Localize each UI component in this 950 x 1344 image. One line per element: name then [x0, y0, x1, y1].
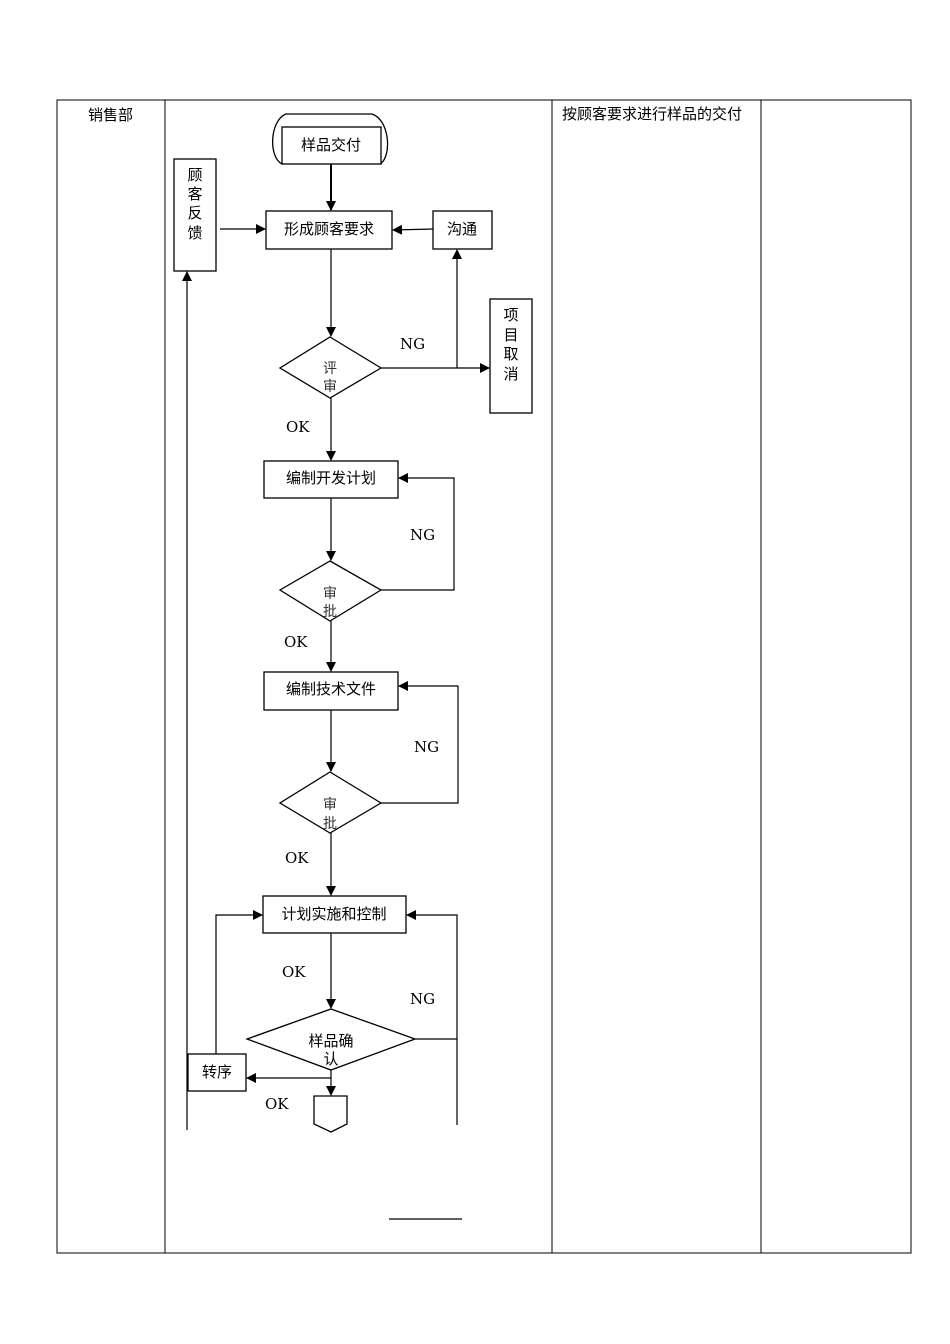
customer-feedback-char: 馈: [187, 224, 202, 242]
form-requirements-box[interactable]: [265, 210, 393, 250]
approve-char: 批: [323, 604, 337, 620]
approve-char: 批: [323, 816, 337, 832]
form-requirements-label: 形成顾客要求: [284, 220, 374, 238]
communicate-box[interactable]: [432, 210, 493, 250]
ng-label-review: NG: [400, 335, 425, 353]
ok-label-confirm: OK: [265, 1095, 289, 1113]
communicate-label: 沟通: [447, 220, 477, 238]
ok-label-approve1: OK: [284, 633, 308, 651]
description-cell: 按顾客要求进行样品的交付: [562, 105, 743, 123]
cancel-project-char: 取: [503, 345, 518, 363]
start-box[interactable]: [281, 126, 382, 165]
review-diamond[interactable]: [278, 336, 383, 399]
tech-docs-label: 编制技术文件: [286, 680, 376, 698]
off-page-connector: [313, 1095, 348, 1133]
ng-label-confirm: NG: [410, 990, 435, 1008]
cancel-project-label: 项 目 取 消: [503, 306, 518, 383]
ng-label-approve2: NG: [414, 738, 439, 756]
sample-confirm-line2: 认: [323, 1050, 338, 1068]
cancel-project-char: 消: [503, 365, 518, 383]
ok-label-approve2: OK: [285, 849, 309, 867]
review-char: 评: [323, 361, 337, 377]
implement-label: 计划实施和控制: [281, 905, 386, 923]
review-label: 评 审: [323, 361, 337, 395]
cancel-project-char: 项: [503, 306, 518, 324]
approve1-label: 审 批: [323, 586, 337, 620]
approve-char: 审: [323, 797, 337, 813]
connectors: [182, 164, 490, 1220]
cancel-project-char: 目: [503, 326, 518, 344]
ng-label-approve1: NG: [410, 526, 435, 544]
customer-feedback-box[interactable]: [173, 158, 217, 272]
start-terminator: [271, 113, 389, 165]
review-char: 审: [323, 379, 337, 395]
sample-confirm-label: 样品确 认: [308, 1032, 353, 1068]
ok-label-review: OK: [286, 418, 310, 436]
customer-feedback-char: 反: [187, 204, 202, 222]
customer-feedback-label: 顾 客 反 馈: [187, 166, 202, 242]
table-grid: [56, 99, 912, 1254]
customer-feedback-char: 客: [187, 185, 202, 203]
dev-plan-label: 编制开发计划: [286, 469, 376, 487]
ok-label-implement: OK: [282, 963, 306, 981]
sample-confirm-line1: 样品确: [308, 1032, 353, 1050]
approve1-diamond[interactable]: [278, 560, 383, 622]
cancel-project-box[interactable]: [489, 298, 533, 414]
approve2-label: 审 批: [323, 797, 337, 832]
department-cell: 销售部: [88, 106, 134, 124]
customer-feedback-char: 顾: [187, 166, 202, 184]
transfer-box[interactable]: [187, 1053, 247, 1092]
approve-char: 审: [323, 586, 337, 602]
approve2-diamond[interactable]: [278, 771, 383, 834]
transfer-label: 转序: [202, 1063, 232, 1081]
start-label: 样品交付: [301, 136, 361, 154]
